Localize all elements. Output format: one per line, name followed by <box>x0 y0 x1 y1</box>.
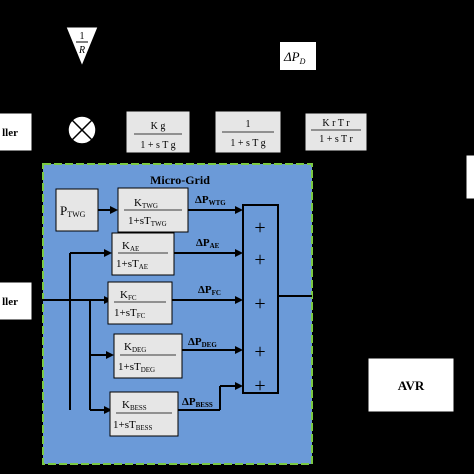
fc-out: ΔP <box>198 284 212 296</box>
fc-den-sub: FC <box>137 312 146 320</box>
svg-text:KFC: KFC <box>120 289 137 302</box>
turbine-block: 1 1 + s T g <box>214 110 282 154</box>
svg-text:1+sTDEG: 1+sTDEG <box>118 361 155 374</box>
pd-subscript: D <box>299 57 306 66</box>
bess-den: 1+sT <box>113 419 136 431</box>
reheat-numerator: K r T r <box>322 118 350 129</box>
wtg-den-sub: TWG <box>151 220 167 228</box>
droop-numerator: 1 <box>80 31 85 42</box>
svg-text:ΔPBESS: ΔPBESS <box>182 396 213 409</box>
ae-den: 1+sT <box>116 258 139 270</box>
ae-den-sub: AE <box>139 263 148 271</box>
svg-text:1+sTBESS: 1+sTBESS <box>113 419 153 432</box>
deg-den-sub: DEG <box>141 366 155 374</box>
avr-label: AVR <box>398 378 425 393</box>
governor-numerator: K g <box>151 121 166 132</box>
summing-junction <box>67 115 97 145</box>
svg-text:KDEG: KDEG <box>124 341 146 354</box>
bess-den-sub: BESS <box>136 424 153 432</box>
svg-text:KTWG: KTWG <box>134 197 158 210</box>
ae-k: K <box>122 240 130 252</box>
ptwg-block: PTWG <box>55 188 99 232</box>
fc-k: K <box>120 289 128 301</box>
deg-k-sub: DEG <box>132 346 146 354</box>
right-edge-block <box>465 154 474 200</box>
svg-text:ΔPFC: ΔPFC <box>198 284 221 297</box>
svg-text:KBESS: KBESS <box>122 399 147 412</box>
ae-k-sub: AE <box>130 245 139 253</box>
controller-block-bottom: ller <box>0 281 33 321</box>
svg-text:ΔPAE: ΔPAE <box>196 237 220 250</box>
fc-out-sub: FC <box>212 289 221 297</box>
wtg-out-sub: WTG <box>209 199 227 207</box>
wtg-block: KTWG 1+sTTWG <box>117 187 189 233</box>
svg-text:PTWG: PTWG <box>60 203 86 219</box>
sum-plus-3: + <box>254 293 265 315</box>
ae-block: KAE 1+sTAE <box>111 232 175 276</box>
svg-text:1+sTAE: 1+sTAE <box>116 258 148 271</box>
turbine-denominator: 1 + s T g <box>230 138 265 149</box>
deg-out-sub: DEG <box>202 341 218 349</box>
bess-block: KBESS 1+sTBESS <box>109 391 179 437</box>
bess-k: K <box>122 399 130 411</box>
fc-k-sub: FC <box>128 294 137 302</box>
svg-text:KAE: KAE <box>122 240 139 253</box>
wtg-den: 1+sT <box>128 215 151 227</box>
ptwg-sub: TWG <box>67 210 85 219</box>
sum-plus-1: + <box>254 217 265 239</box>
droop-denominator: R <box>78 45 85 56</box>
bess-k-sub: BESS <box>130 404 147 412</box>
deg-k: K <box>124 341 132 353</box>
p-symbol: P <box>291 49 300 64</box>
micro-grid-title: Micro-Grid <box>150 173 210 187</box>
wtg-out: ΔP <box>195 194 209 206</box>
controller-bottom-label: ller <box>2 296 18 308</box>
ae-out: ΔP <box>196 237 210 249</box>
svg-text:ΔPDEG: ΔPDEG <box>188 336 217 349</box>
sum-plus-5: + <box>254 375 265 397</box>
micro-grid-panel: Micro-Grid + + + + + PTWG <box>0 163 313 465</box>
svg-text:ΔPWTG: ΔPWTG <box>195 194 226 207</box>
svg-text:ΔPD: ΔPD <box>283 49 306 66</box>
svg-text:1+sTTWG: 1+sTTWG <box>128 215 167 228</box>
avr-block: AVR <box>367 357 455 413</box>
svg-text:1+sTFC: 1+sTFC <box>114 307 146 320</box>
bess-out: ΔP <box>182 396 196 408</box>
load-disturbance-label: ΔPD <box>280 42 316 70</box>
droop-gain-block: 1 R <box>65 26 99 68</box>
fc-block: KFC 1+sTFC <box>107 281 173 325</box>
controller-block-top: ller <box>0 112 33 152</box>
deg-out: ΔP <box>188 336 202 348</box>
bess-out-sub: BESS <box>196 401 213 409</box>
fc-den: 1+sT <box>114 307 137 319</box>
ae-out-sub: AE <box>210 242 220 250</box>
governor-block: K g 1 + s T g <box>125 110 191 154</box>
deg-block: KDEG 1+sTDEG <box>113 333 183 379</box>
turbine-numerator: 1 <box>246 119 251 130</box>
delta-symbol: Δ <box>283 49 292 64</box>
governor-denominator: 1 + s T g <box>140 140 175 151</box>
wtg-k: K <box>134 197 142 209</box>
ptwg-p: P <box>60 203 67 218</box>
reheat-denominator: 1 + s T r <box>319 134 353 145</box>
micro-grid-summer: + + + + + <box>242 204 279 397</box>
reheat-block: K r T r 1 + s T r <box>304 112 368 152</box>
wtg-k-sub: TWG <box>142 202 158 210</box>
sum-plus-2: + <box>254 249 265 271</box>
sum-plus-4: + <box>254 341 265 363</box>
controller-top-label: ller <box>2 127 18 139</box>
deg-den: 1+sT <box>118 361 141 373</box>
